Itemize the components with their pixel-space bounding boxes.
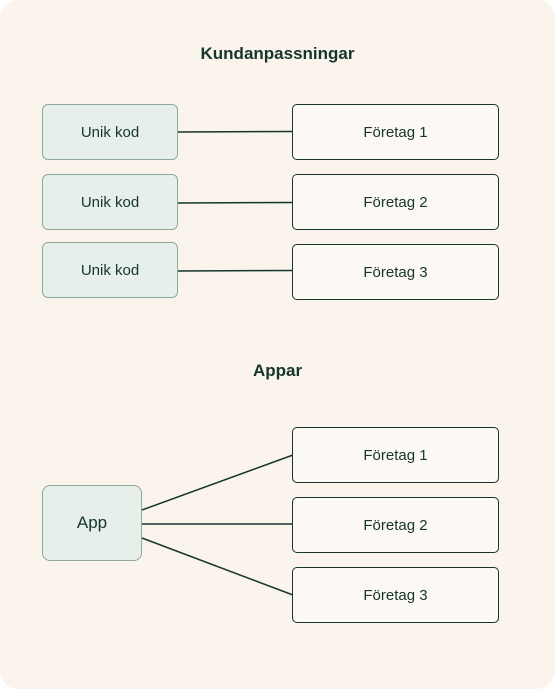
unique-code-box: Unik kod (42, 242, 178, 298)
connector-line (141, 537, 294, 596)
company-box: Företag 1 (292, 427, 499, 483)
section-title-custom: Kundanpassningar (200, 44, 355, 63)
company-box: Företag 1 (292, 104, 499, 160)
company-box: Företag 2 (292, 174, 499, 230)
company-box: Företag 3 (292, 244, 499, 300)
company-box: Företag 2 (292, 497, 499, 553)
unique-code-box: Unik kod (42, 174, 178, 230)
section-title-apps: Appar (252, 361, 303, 380)
connector-line (141, 454, 294, 511)
company-box: Företag 3 (292, 567, 499, 623)
connector-line (177, 201, 294, 204)
connector-line (177, 130, 294, 133)
app-box: App (42, 485, 142, 561)
unique-code-box: Unik kod (42, 104, 178, 160)
connector-line (177, 269, 294, 272)
